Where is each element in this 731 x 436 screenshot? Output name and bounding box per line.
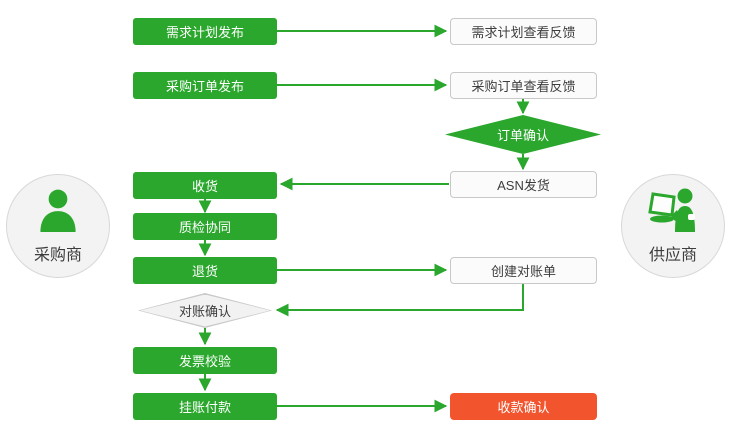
node-receipt-confirm: 收款确认 [450, 393, 597, 420]
node-invoice-verify: 发票校验 [133, 347, 277, 374]
node-label: 退货 [191, 264, 218, 279]
node-label: 收款确认 [497, 400, 550, 415]
node-label: 采购订单查看反馈 [471, 79, 576, 94]
person-icon [36, 188, 80, 237]
node-demand-plan-publish: 需求计划发布 [133, 18, 277, 45]
node-label: 质检协同 [178, 220, 231, 235]
decision-label: 对账确认 [178, 304, 231, 319]
node-label: 收货 [191, 179, 218, 194]
node-return-goods: 退货 [133, 257, 277, 284]
decision-statement-confirm: 对账确认 [138, 293, 272, 328]
node-demand-plan-feedback: 需求计划查看反馈 [450, 18, 597, 45]
node-quality-collab: 质检协同 [133, 213, 277, 240]
actor-buyer-label: 采购商 [33, 246, 82, 264]
node-po-feedback: 采购订单查看反馈 [450, 72, 597, 99]
actor-buyer: 采购商 [6, 174, 110, 278]
node-create-statement: 创建对账单 [450, 257, 597, 284]
node-label: 需求计划发布 [165, 25, 244, 40]
decision-label: 订单确认 [496, 128, 549, 143]
flow-arrow [275, 284, 524, 317]
node-receive-goods: 收货 [133, 172, 277, 199]
node-label: 需求计划查看反馈 [471, 25, 576, 40]
node-label: 采购订单发布 [165, 79, 244, 94]
node-asn-ship: ASN发货 [450, 171, 597, 198]
actor-supplier-label: 供应商 [648, 246, 697, 264]
node-label: 创建对账单 [490, 264, 556, 279]
node-book-payment: 挂账付款 [133, 393, 277, 420]
node-label: 挂账付款 [178, 400, 231, 415]
node-label: ASN发货 [497, 178, 550, 193]
actor-supplier: 供应商 [621, 174, 725, 278]
node-label: 发票校验 [178, 354, 231, 369]
node-po-publish: 采购订单发布 [133, 72, 277, 99]
person-laptop-icon [647, 188, 699, 237]
